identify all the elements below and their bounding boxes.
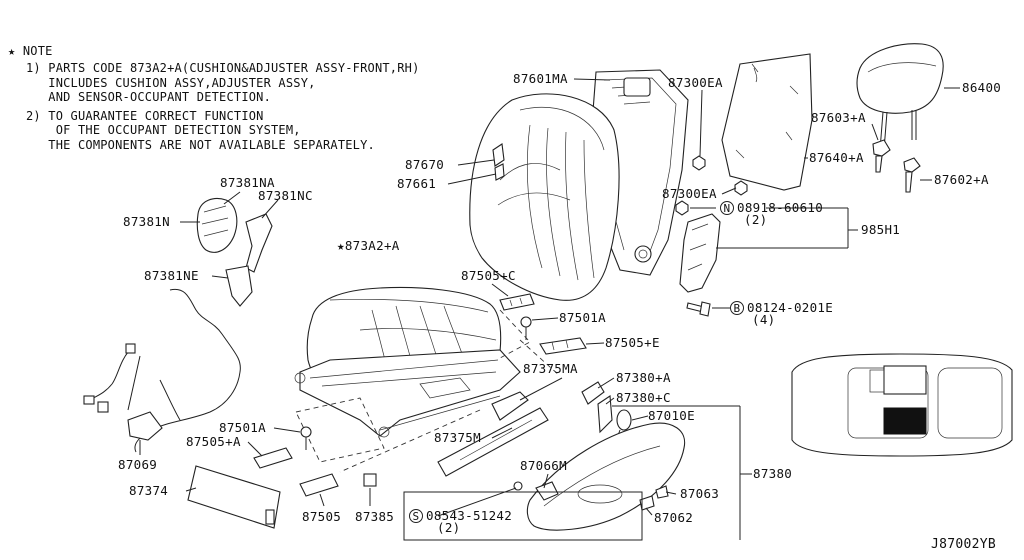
label-87380: 87380 (753, 466, 792, 481)
label-87010e: 87010E (648, 408, 695, 423)
label-87300ea-bottom: 87300EA (662, 186, 717, 201)
label-87505: 87505 (302, 509, 341, 524)
knob-87380a (581, 381, 605, 405)
note-line-5: OF THE OCCUPANT DETECTION SYSTEM, (26, 123, 301, 137)
screw-87501a-top (520, 316, 532, 340)
seat-adjuster-assy (294, 349, 521, 438)
vehicle-locator-inset (791, 353, 1013, 457)
svg-text:S: S (413, 510, 420, 523)
label-08918-60610: 08918-60610 (737, 200, 823, 215)
label-87381na: 87381NA (220, 175, 275, 190)
label-08543-51242: 08543-51242 (426, 508, 512, 523)
label-87066m: 87066M (520, 458, 567, 473)
label-86400: 86400 (962, 80, 1001, 95)
note-line-1: 1) PARTS CODE 873A2+A(CUSHION&ADJUSTER A… (26, 61, 420, 75)
leader-lines (139, 78, 960, 541)
cover-87381n (196, 197, 238, 253)
label-87501a-left: 87501A (219, 420, 266, 435)
cover-87381ne (225, 265, 253, 307)
label-08543-qty: (2) (437, 520, 460, 535)
label-87385: 87385 (355, 509, 394, 524)
headrest-86400 (856, 43, 944, 151)
label-87381nc: 87381NC (258, 188, 313, 203)
label-87381ne: 87381NE (144, 268, 199, 283)
clip-87505e (539, 337, 587, 355)
svg-text:N: N (724, 202, 731, 215)
screw-87501a-left (300, 426, 312, 450)
cover-87381nc (245, 213, 273, 273)
clip-87670 (492, 143, 505, 181)
svg-text:B: B (734, 302, 741, 315)
label-87501a-top: 87501A (559, 310, 606, 325)
label-87381n: 87381N (123, 214, 170, 229)
label-08124-qty: (4) (752, 312, 775, 327)
bolt-symbol-icon: B (730, 301, 744, 315)
back-board-87640 (721, 53, 813, 191)
note-line-2: INCLUDES CUSHION ASSY,ADJUSTER ASSY, (26, 76, 316, 90)
nut-symbol-icon: N (720, 201, 734, 215)
cover-87375m (437, 407, 549, 477)
label-87069: 87069 (118, 457, 157, 472)
note-header: ★ NOTE (8, 44, 53, 58)
note-line-4: 2) TO GUARANTEE CORRECT FUNCTION (26, 109, 264, 123)
knob-87380c (597, 395, 613, 434)
note-line-6: THE COMPONENTS ARE NOT AVAILABLE SEPARAT… (26, 138, 375, 152)
label-87063: 87063 (680, 486, 719, 501)
label-87375m: 87375M (434, 430, 481, 445)
label-87380c: 87380+C (616, 390, 671, 405)
side-cover-87380 (526, 422, 686, 531)
clip-87385 (363, 473, 377, 487)
label-08918-qty: (2) (744, 212, 767, 227)
nut-87300ea-bottom (675, 180, 748, 216)
label-87062: 87062 (654, 510, 693, 525)
screw-symbol-icon: S (409, 509, 423, 523)
headrest-guide-87602 (903, 157, 921, 193)
clip-87505a (253, 447, 293, 469)
label-08124-0201e: 08124-0201E (747, 300, 833, 315)
label-87300ea-top: 87300EA (668, 75, 723, 90)
screw-87066m (535, 481, 559, 501)
diagram-code: J87002YB (931, 537, 996, 552)
label-87505c: 87505+C (461, 268, 516, 283)
label-873a2a: ★873A2+A (337, 238, 400, 253)
label-87505a: 87505+A (186, 434, 241, 449)
clip-87505 (299, 473, 339, 497)
label-87640a: 87640+A (809, 150, 864, 165)
clip-87062 (639, 495, 655, 511)
label-985h1: 985H1 (861, 222, 900, 237)
clip-87063 (655, 485, 669, 499)
label-87375ma: 87375MA (523, 361, 578, 376)
wiring-harness-87069 (83, 288, 241, 453)
bolt-08124 (686, 301, 711, 317)
nut-87300ea-top (692, 155, 706, 171)
label-87380a: 87380+A (616, 370, 671, 385)
airbag-module-985h1 (679, 213, 721, 293)
label-87602a: 87602+A (934, 172, 989, 187)
cover-87375ma (491, 391, 529, 421)
front-cover-87374 (187, 465, 281, 529)
label-87374: 87374 (129, 483, 168, 498)
label-87603a: 87603+A (811, 110, 866, 125)
label-87505e: 87505+E (605, 335, 660, 350)
note-line-3: AND SENSOR-OCCUPANT DETECTION. (26, 90, 272, 104)
label-87670: 87670 (405, 157, 444, 172)
headrest-guide-87603 (872, 139, 891, 173)
label-87661: 87661 (397, 176, 436, 191)
clip-87505c (499, 293, 535, 311)
dashed-guides (295, 309, 561, 473)
label-87601ma: 87601MA (513, 71, 568, 86)
seat-back-cushion (469, 93, 620, 301)
